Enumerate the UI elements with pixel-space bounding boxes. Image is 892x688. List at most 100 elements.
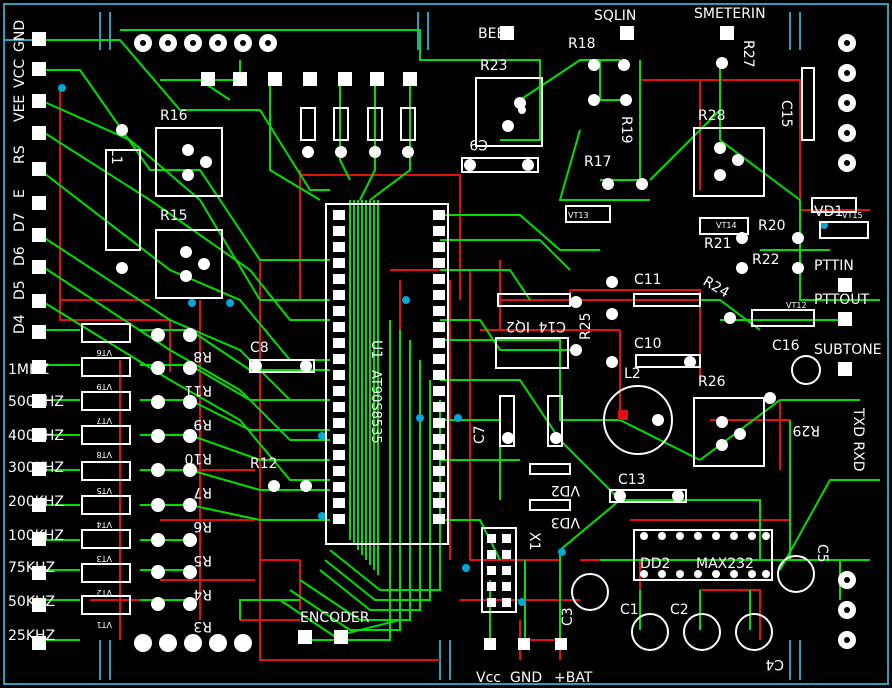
label-r26: R26: [698, 374, 726, 390]
label-c14: C14: [538, 318, 566, 334]
label-c13: C13: [618, 472, 646, 488]
label-vt14: VT14: [716, 221, 737, 230]
label-vt5: VT5: [97, 486, 112, 495]
label-e: E: [12, 189, 28, 198]
vt-labels-left: VT6 VT9 VT7 VT8 VT5 VT4 VT3 VT2 VT1: [97, 348, 112, 629]
resistor-pads-left: [151, 328, 197, 611]
top-header-pad-holes: [140, 40, 850, 643]
label-r27: R27: [740, 40, 756, 68]
label-subtone: SUBTONE: [814, 342, 882, 358]
encoder-footprint: [298, 630, 348, 644]
label-freq-75khz: 75KHZ: [8, 560, 55, 576]
label-u1-part: AT90S8535: [368, 370, 383, 444]
c7-cap: [499, 395, 563, 447]
label-c11: C11: [634, 272, 662, 288]
label-r3: R3: [193, 618, 212, 634]
label-gnd: GND: [12, 20, 28, 52]
label-c5: C5: [814, 544, 830, 563]
label-x1: X1: [526, 532, 542, 551]
u1-footprint: [325, 203, 449, 545]
label-r25: R25: [578, 312, 594, 340]
c10-c16-l2: [603, 354, 852, 455]
label-vd3: VD3: [551, 514, 580, 530]
label-c16: C16: [772, 338, 800, 354]
label-r21: R21: [704, 236, 732, 252]
label-r5: R5: [193, 552, 212, 568]
label-freq-300khz: 300KHZ: [8, 460, 64, 476]
label-vt4: VT4: [97, 520, 112, 529]
label-d5: D5: [12, 280, 28, 300]
label-freq-200khz: 200KHZ: [8, 494, 64, 510]
sqlin-smeter-pads: [588, 26, 815, 141]
label-r16: R16: [160, 108, 188, 124]
label-vt2: VT2: [97, 588, 112, 597]
c8-r12: [249, 359, 315, 492]
label-l1: L1: [108, 148, 124, 165]
label-vt12: VT12: [786, 301, 807, 310]
label-r19: R19: [618, 116, 634, 144]
label-r20: R20: [758, 218, 786, 234]
label-txd-rxd: TXD RXD: [850, 407, 866, 471]
label-r22: R22: [752, 252, 780, 268]
lcd-connector-pads: [32, 32, 46, 650]
label-sqlin: SQLIN: [594, 8, 636, 24]
label-beep: BEEP: [478, 26, 514, 42]
label-c7: C7: [472, 425, 488, 444]
label-vee: VEE: [12, 95, 28, 122]
label-vcc-bottom: Vcc: [476, 670, 501, 686]
label-vt9: VT9: [97, 382, 112, 391]
left-trimmer-pads: [116, 124, 212, 282]
c14-iq2-r25: [495, 293, 582, 369]
label-vd2: VD2: [551, 482, 580, 498]
beep-r23: [461, 26, 543, 173]
vt-footprints-left: [81, 323, 131, 615]
label-r23: R23: [480, 58, 508, 74]
label-c2: C2: [670, 602, 689, 618]
label-r12: R12: [250, 456, 278, 472]
label-max232: MAX232: [696, 556, 754, 572]
label-r18: R18: [568, 36, 596, 52]
top-diodes: [201, 72, 417, 158]
label-vt15: VT15: [842, 211, 863, 220]
label-vt7: VT7: [97, 416, 112, 425]
label-smeterin: SMETERIN: [694, 6, 766, 22]
label-r9: R9: [193, 416, 212, 432]
label-r4: R4: [193, 586, 212, 602]
label-r10: R10: [184, 450, 212, 466]
component-labels: R16 R15 L1 C8 R12 U1 AT90S8535 ENCODER B…: [108, 6, 882, 686]
c11-r24-vt12: [606, 276, 815, 327]
label-d6: D6: [12, 246, 28, 266]
label-c8: C8: [250, 340, 269, 356]
label-r29: R29: [792, 422, 820, 438]
label-vcc: VCC: [12, 59, 28, 88]
label-r17: R17: [584, 154, 612, 170]
label-c3: C3: [560, 607, 576, 626]
capacitor-circles: [571, 555, 815, 651]
label-freq-50khz: 50KHZ: [8, 594, 55, 610]
r28-trimmer: [693, 127, 765, 197]
r26-trimmer: [693, 392, 776, 467]
silkscreen-labels: GND VCC VEE RS E D7 D6 D5 D4 1MHZ 500KHZ…: [8, 20, 64, 644]
label-iq2: IQ2: [506, 318, 530, 334]
label-rs: RS: [12, 145, 28, 164]
label-d4: D4: [12, 314, 28, 334]
label-freq-1mhz: 1MHZ: [8, 362, 49, 378]
r17-vt13: [565, 178, 648, 223]
label-freq-25khz: 25KHZ: [8, 628, 55, 644]
right-transistors: [699, 197, 869, 326]
label-vt1: VT1: [97, 620, 112, 629]
label-u1: U1: [368, 340, 384, 359]
resistor-labels-left: R8 R11 R9 R10 R7 R6 R5 R4 R3: [184, 348, 212, 634]
label-freq-500khz: 500KHZ: [8, 394, 64, 410]
label-c1: C1: [620, 602, 639, 618]
label-vd1: VD1: [814, 204, 843, 220]
label-c10: C10: [634, 336, 662, 352]
vd2-vd3-c13: [529, 463, 687, 511]
label-c4: C4: [765, 656, 784, 672]
label-r15: R15: [160, 208, 188, 224]
label-vt6: VT6: [97, 348, 112, 357]
top-copper-traces: [39, 29, 880, 641]
label-pttin: PTTIN: [814, 258, 854, 274]
